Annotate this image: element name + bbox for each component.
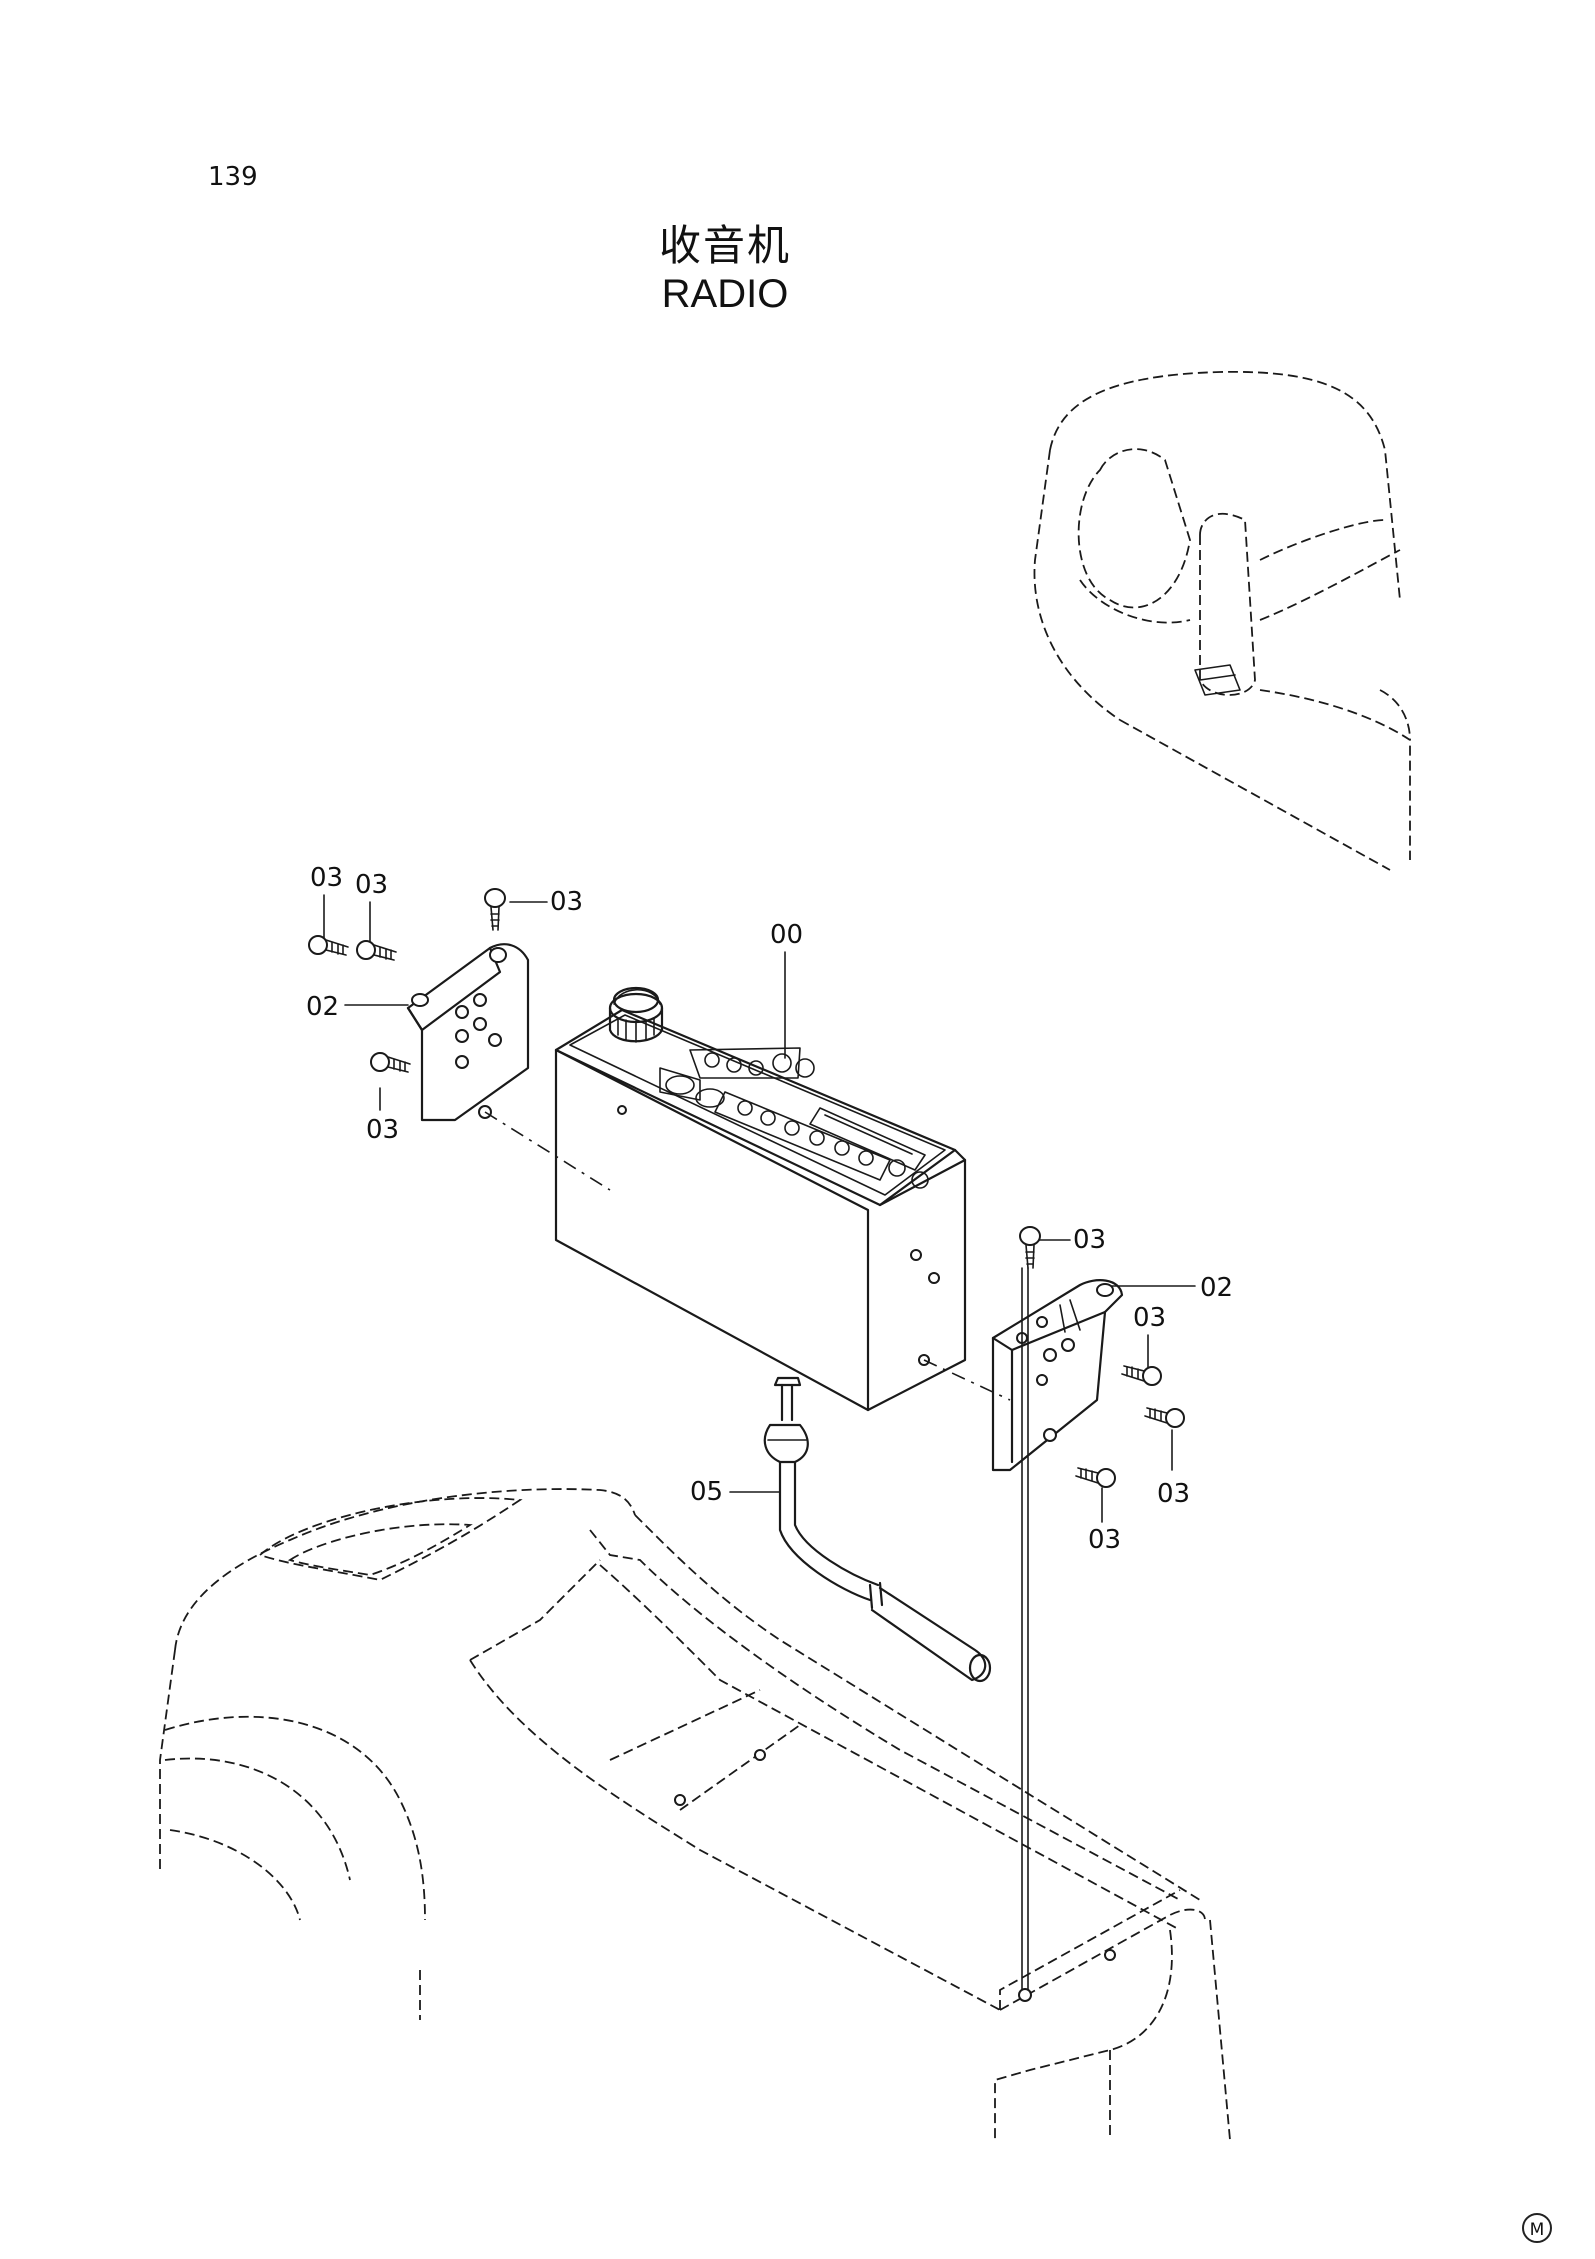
callout-screw-5: 03 (1073, 1225, 1106, 1255)
callout-screw-8: 03 (1088, 1525, 1121, 1555)
page-number: 139 (208, 162, 258, 192)
screw-icon (308, 935, 349, 956)
bracket-left (406, 943, 611, 1191)
screw-icons-left (308, 888, 506, 1073)
callout-bracket-right: 02 (1200, 1273, 1233, 1303)
title-english: RADIO (661, 272, 789, 316)
callout-screw-7: 03 (1157, 1479, 1190, 1509)
callout-screw-2: 03 (355, 870, 388, 900)
screw-icons-right (1019, 1226, 1185, 1991)
screw-icon (1144, 1407, 1185, 1428)
callout-bracket-left: 02 (306, 992, 339, 1022)
screw-icon (370, 1052, 411, 1073)
footer-mark: M (1522, 2213, 1552, 2243)
title-chinese: 收音机 (658, 221, 791, 270)
screw-icon (484, 888, 506, 931)
screw-icon (1019, 1226, 1041, 1269)
callout-radio: 00 (770, 920, 803, 950)
callout-screw-4: 03 (366, 1115, 399, 1145)
screw-icon (356, 940, 397, 961)
leader-lines (323, 894, 1196, 1523)
radio-unit (554, 986, 1011, 1412)
callout-screw-1: 03 (310, 863, 343, 893)
screw-icon (1121, 1365, 1162, 1386)
callout-screw-3: 03 (550, 887, 583, 917)
cab-overview (1033, 370, 1411, 871)
console-frame (159, 1488, 1231, 2141)
callouts: 03 03 03 02 03 00 03 02 03 03 03 05 (306, 863, 1233, 1555)
antenna-cable (763, 1376, 992, 1683)
screw-icon (1075, 1467, 1116, 1488)
callout-antenna-cable: 05 (690, 1477, 723, 1507)
callout-screw-6: 03 (1133, 1303, 1166, 1333)
bracket-right (991, 1279, 1124, 1472)
